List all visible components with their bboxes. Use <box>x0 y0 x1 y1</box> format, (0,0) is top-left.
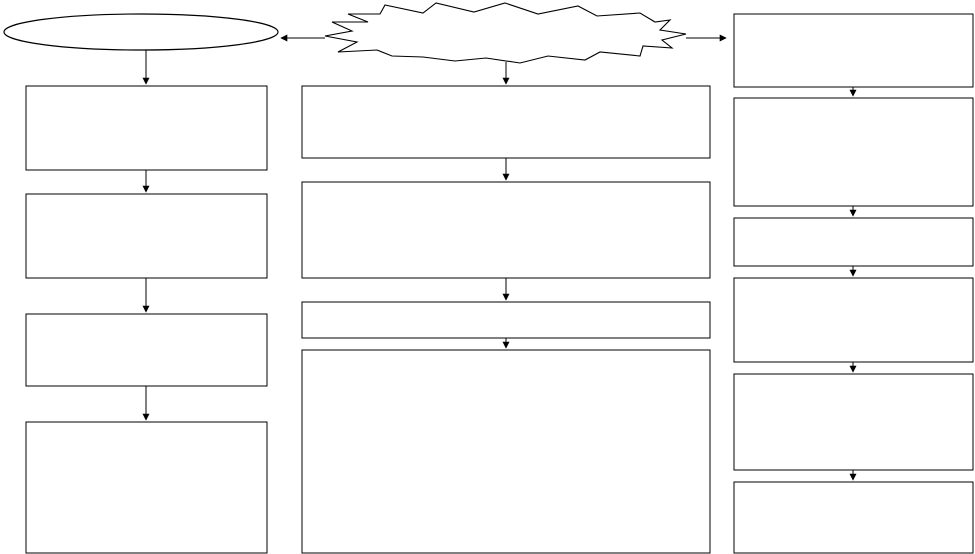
center-box-3 <box>301 301 711 339</box>
left-box-1 <box>25 85 268 171</box>
right-box-2 <box>733 217 974 267</box>
right-box-4 <box>733 373 974 471</box>
start-ellipse <box>3 13 279 51</box>
center-box-2 <box>301 181 711 279</box>
left-box-2 <box>25 193 268 279</box>
right-box-5 <box>733 481 974 554</box>
right-box-1 <box>733 97 974 207</box>
right-box-3 <box>733 277 974 363</box>
right-top-box <box>733 13 974 88</box>
center-box-1 <box>301 85 711 159</box>
center-box-4 <box>301 349 711 554</box>
left-box-3 <box>25 313 268 387</box>
center-burst-shape <box>324 2 687 64</box>
left-box-4 <box>25 421 268 554</box>
